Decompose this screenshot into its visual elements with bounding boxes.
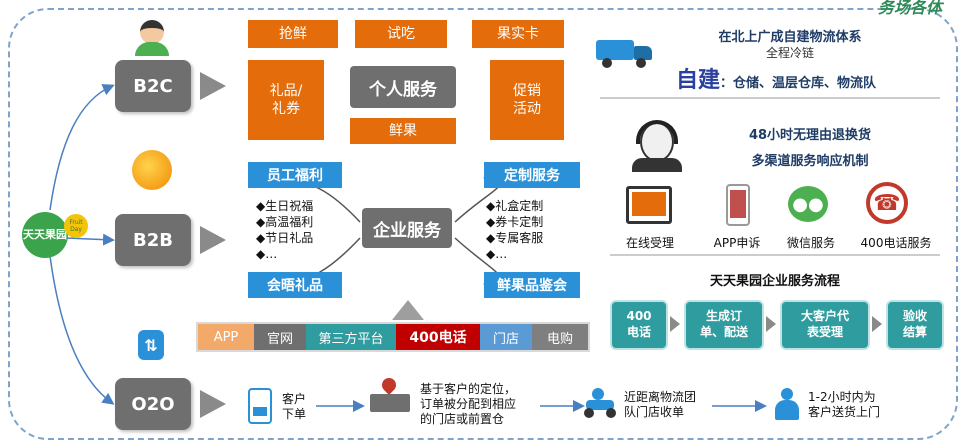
logistics-self-built: 自建 ：仓储、温层仓库、物流队 [676, 62, 946, 94]
flow-step-3: 验收 结算 [886, 300, 944, 350]
self-built-label: 自建 [676, 68, 721, 93]
corner-title: 务场各体 [877, 0, 942, 17]
logistics-sub: 全程冷链 [765, 46, 814, 60]
channel-store: 门店 [480, 324, 532, 350]
b2c-tag-2: 果实卡 [472, 20, 564, 48]
flow-arrow-icon [670, 316, 680, 332]
monitor-icon [626, 186, 672, 224]
b2c-fresh: 鲜果 [350, 118, 456, 144]
self-built-detail: ：仓储、温层仓库、物流队 [720, 76, 877, 91]
service-line-1: 48小时无理由退换货 [748, 128, 872, 143]
channel-400: 400电话 [396, 324, 480, 350]
personal-service: 个人服务 [350, 66, 456, 108]
b2c-box: B2C [115, 60, 191, 112]
service-line-2: 多渠道服务响应机制 [751, 154, 869, 169]
channel-phone-order: 电购 [532, 324, 588, 350]
phone-call-icon: ☎ [866, 182, 908, 224]
b2c-tag-1: 试吃 [355, 20, 447, 48]
o2o-step-2: 基于客户的定位， 订单被分配到相应 的门店或前置仓 [420, 382, 517, 426]
list-item: 专属客服 [486, 230, 586, 246]
person-icon [135, 20, 169, 56]
o2o-step-3: 近距离物流团 队门店收单 [624, 390, 697, 419]
brand-logo: 天天果园 [22, 212, 68, 258]
o2o-step-1: 客户 下单 [282, 392, 307, 421]
b2c-tag-0: 抢鲜 [248, 20, 338, 48]
service-icon-label-2: 微信服务 [786, 236, 835, 250]
channel-website: 官网 [254, 324, 306, 350]
list-item: 高温福利 [256, 214, 356, 230]
wechat-icon: ●● [788, 186, 828, 222]
flow-arrow-icon [872, 316, 882, 332]
delivery-scooter-icon [584, 388, 618, 418]
b2b-right-list: 礼盒定制 券卡定制 专属客服 … [486, 198, 586, 262]
list-item: 节日礼品 [256, 230, 356, 246]
truck-icon [596, 36, 654, 68]
b2c-arrow [200, 72, 226, 100]
swap-arrows-icon: ⇅ [138, 330, 164, 360]
phone-app-icon [726, 184, 750, 226]
b2b-tasting: 鲜果品鉴会 [484, 272, 580, 298]
mobile-order-icon [248, 388, 272, 424]
outer-frame [8, 8, 958, 440]
list-item: … [256, 246, 356, 262]
logistics-title: 在北上广成自建物流体系 [718, 30, 862, 45]
headset-agent-icon [632, 118, 682, 172]
list-item: 生日祝福 [256, 198, 356, 214]
list-item: 券卡定制 [486, 214, 586, 230]
b2b-welfare: 员工福利 [248, 162, 342, 188]
service-icon-label-0: 在线受理 [625, 236, 674, 250]
courier-icon [772, 388, 802, 420]
b2b-box: B2B [115, 214, 191, 266]
flow-step-2: 大客户代 表受理 [780, 300, 870, 350]
o2o-step-4: 1-2小时内为 客户送货上门 [808, 390, 881, 419]
store-location-icon [370, 375, 410, 412]
o2o-box: O2O [115, 378, 191, 430]
channel-app: APP [198, 324, 254, 350]
channel-bar: APP 官网 第三方平台 400电话 门店 电购 [196, 322, 590, 352]
flow-arrow-icon [766, 316, 776, 332]
b2c-promo: 促销 活动 [490, 60, 564, 140]
b2b-left-list: 生日祝福 高温福利 节日礼品 … [256, 198, 356, 262]
flow-step-0: 400 电话 [610, 300, 668, 350]
o2o-arrow [200, 390, 226, 418]
service-icon-label-1: APP申诉 [713, 236, 761, 250]
list-item: 礼盒定制 [486, 198, 586, 214]
b2b-arrow [200, 226, 226, 254]
channel-third-party: 第三方平台 [306, 324, 396, 350]
brand-tag: Fruit Day [64, 214, 88, 238]
b2b-meeting-gift: 会晤礼品 [248, 272, 342, 298]
b2c-gifts: 礼品/ 礼券 [248, 60, 324, 140]
enterprise-service: 企业服务 [362, 208, 452, 248]
list-item: … [486, 246, 586, 262]
fruit-icon [132, 150, 172, 190]
flow-title: 天天果园企业服务流程 [709, 274, 840, 289]
flow-step-1: 生成订 单、配送 [684, 300, 764, 350]
service-icon-label-3: 400电话服务 [860, 236, 932, 250]
b2b-custom: 定制服务 [484, 162, 580, 188]
